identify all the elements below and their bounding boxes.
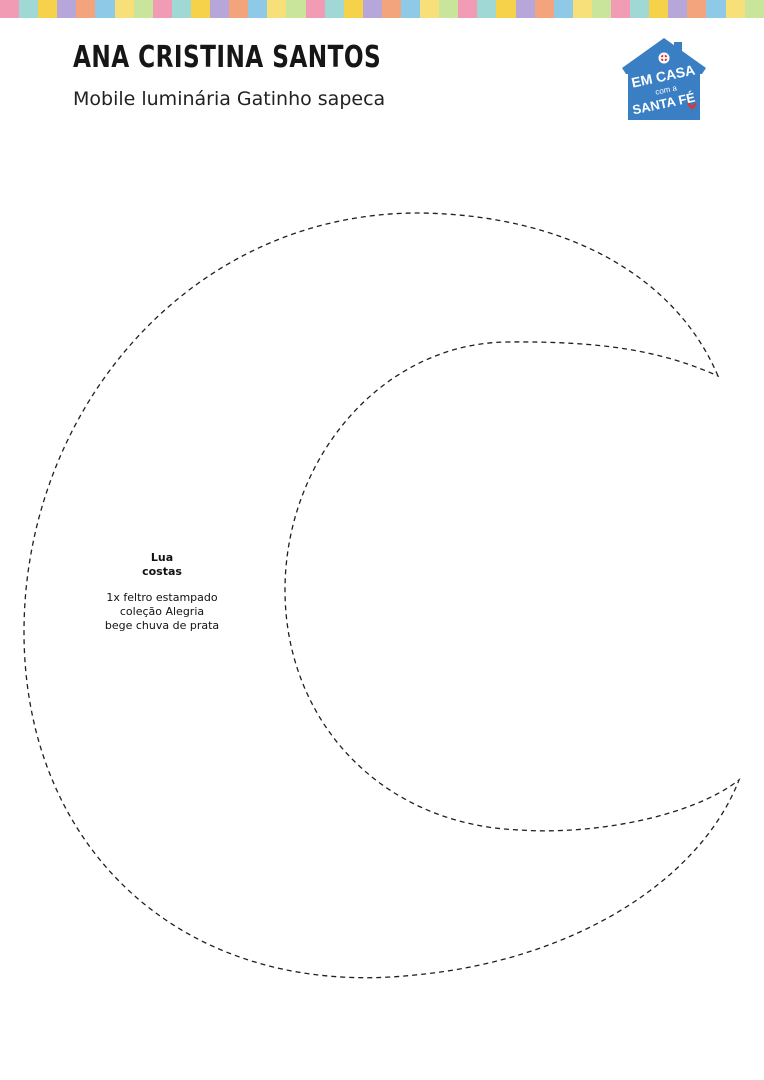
stripe-segment [553, 0, 573, 18]
stripe-segment [668, 0, 688, 18]
stripe-segment [591, 0, 611, 18]
stripe-segment [114, 0, 134, 18]
stripe-segment [0, 0, 20, 18]
stripe-segment [706, 0, 726, 18]
stripe-segment [190, 0, 211, 18]
stripe-segment [324, 0, 344, 18]
stripe-segment [687, 0, 707, 18]
stripe-segment [649, 0, 669, 18]
material-line: coleção Alegria [119, 605, 205, 618]
stripe-segment [343, 0, 363, 18]
stripe-segment [458, 0, 478, 18]
stripe-segment [477, 0, 497, 18]
project-subtitle: Mobile luminária Gatinho sapeca [73, 88, 386, 110]
stripe-segment [439, 0, 459, 18]
stripe-segment [95, 0, 115, 18]
stripe-segment [152, 0, 172, 18]
stripe-segment [420, 0, 440, 18]
stripe-segment [171, 0, 191, 18]
top-color-stripe [0, 0, 764, 18]
stripe-segment [133, 0, 153, 18]
stripe-segment [515, 0, 535, 18]
stripe-segment [725, 0, 745, 18]
stripe-segment [267, 0, 287, 18]
stripe-segment [534, 0, 554, 18]
stripe-segment [744, 0, 764, 18]
stripe-segment [381, 0, 401, 18]
stripe-segment [38, 0, 58, 18]
author-name: ANA CRISTINA SANTOS [73, 40, 382, 75]
stripe-segment [19, 0, 39, 18]
house-logo-icon: EM CASA com a SANTA FÉ [622, 38, 706, 120]
stripe-segment [229, 0, 249, 18]
material-line: bege chuva de prata [104, 619, 220, 632]
stripe-segment [611, 0, 631, 18]
stripe-segment [572, 0, 592, 18]
moon-cut-line [23, 212, 741, 979]
piece-name: Lua [150, 551, 174, 564]
material-line: 1x feltro estampado [106, 591, 218, 604]
stripe-segment [57, 0, 77, 18]
stripe-segment [248, 0, 268, 18]
stripe-segment [286, 0, 306, 18]
stripe-segment [305, 0, 325, 18]
stripe-segment [362, 0, 382, 18]
stripe-segment [210, 0, 230, 18]
stripe-segment [496, 0, 516, 18]
heart-icon [687, 103, 697, 110]
piece-label: Lua costas 1x feltro estampado coleção A… [92, 551, 232, 633]
stripe-segment [400, 0, 421, 18]
stripe-segment [76, 0, 96, 18]
stripe-segment [630, 0, 650, 18]
piece-side: costas [142, 565, 182, 578]
